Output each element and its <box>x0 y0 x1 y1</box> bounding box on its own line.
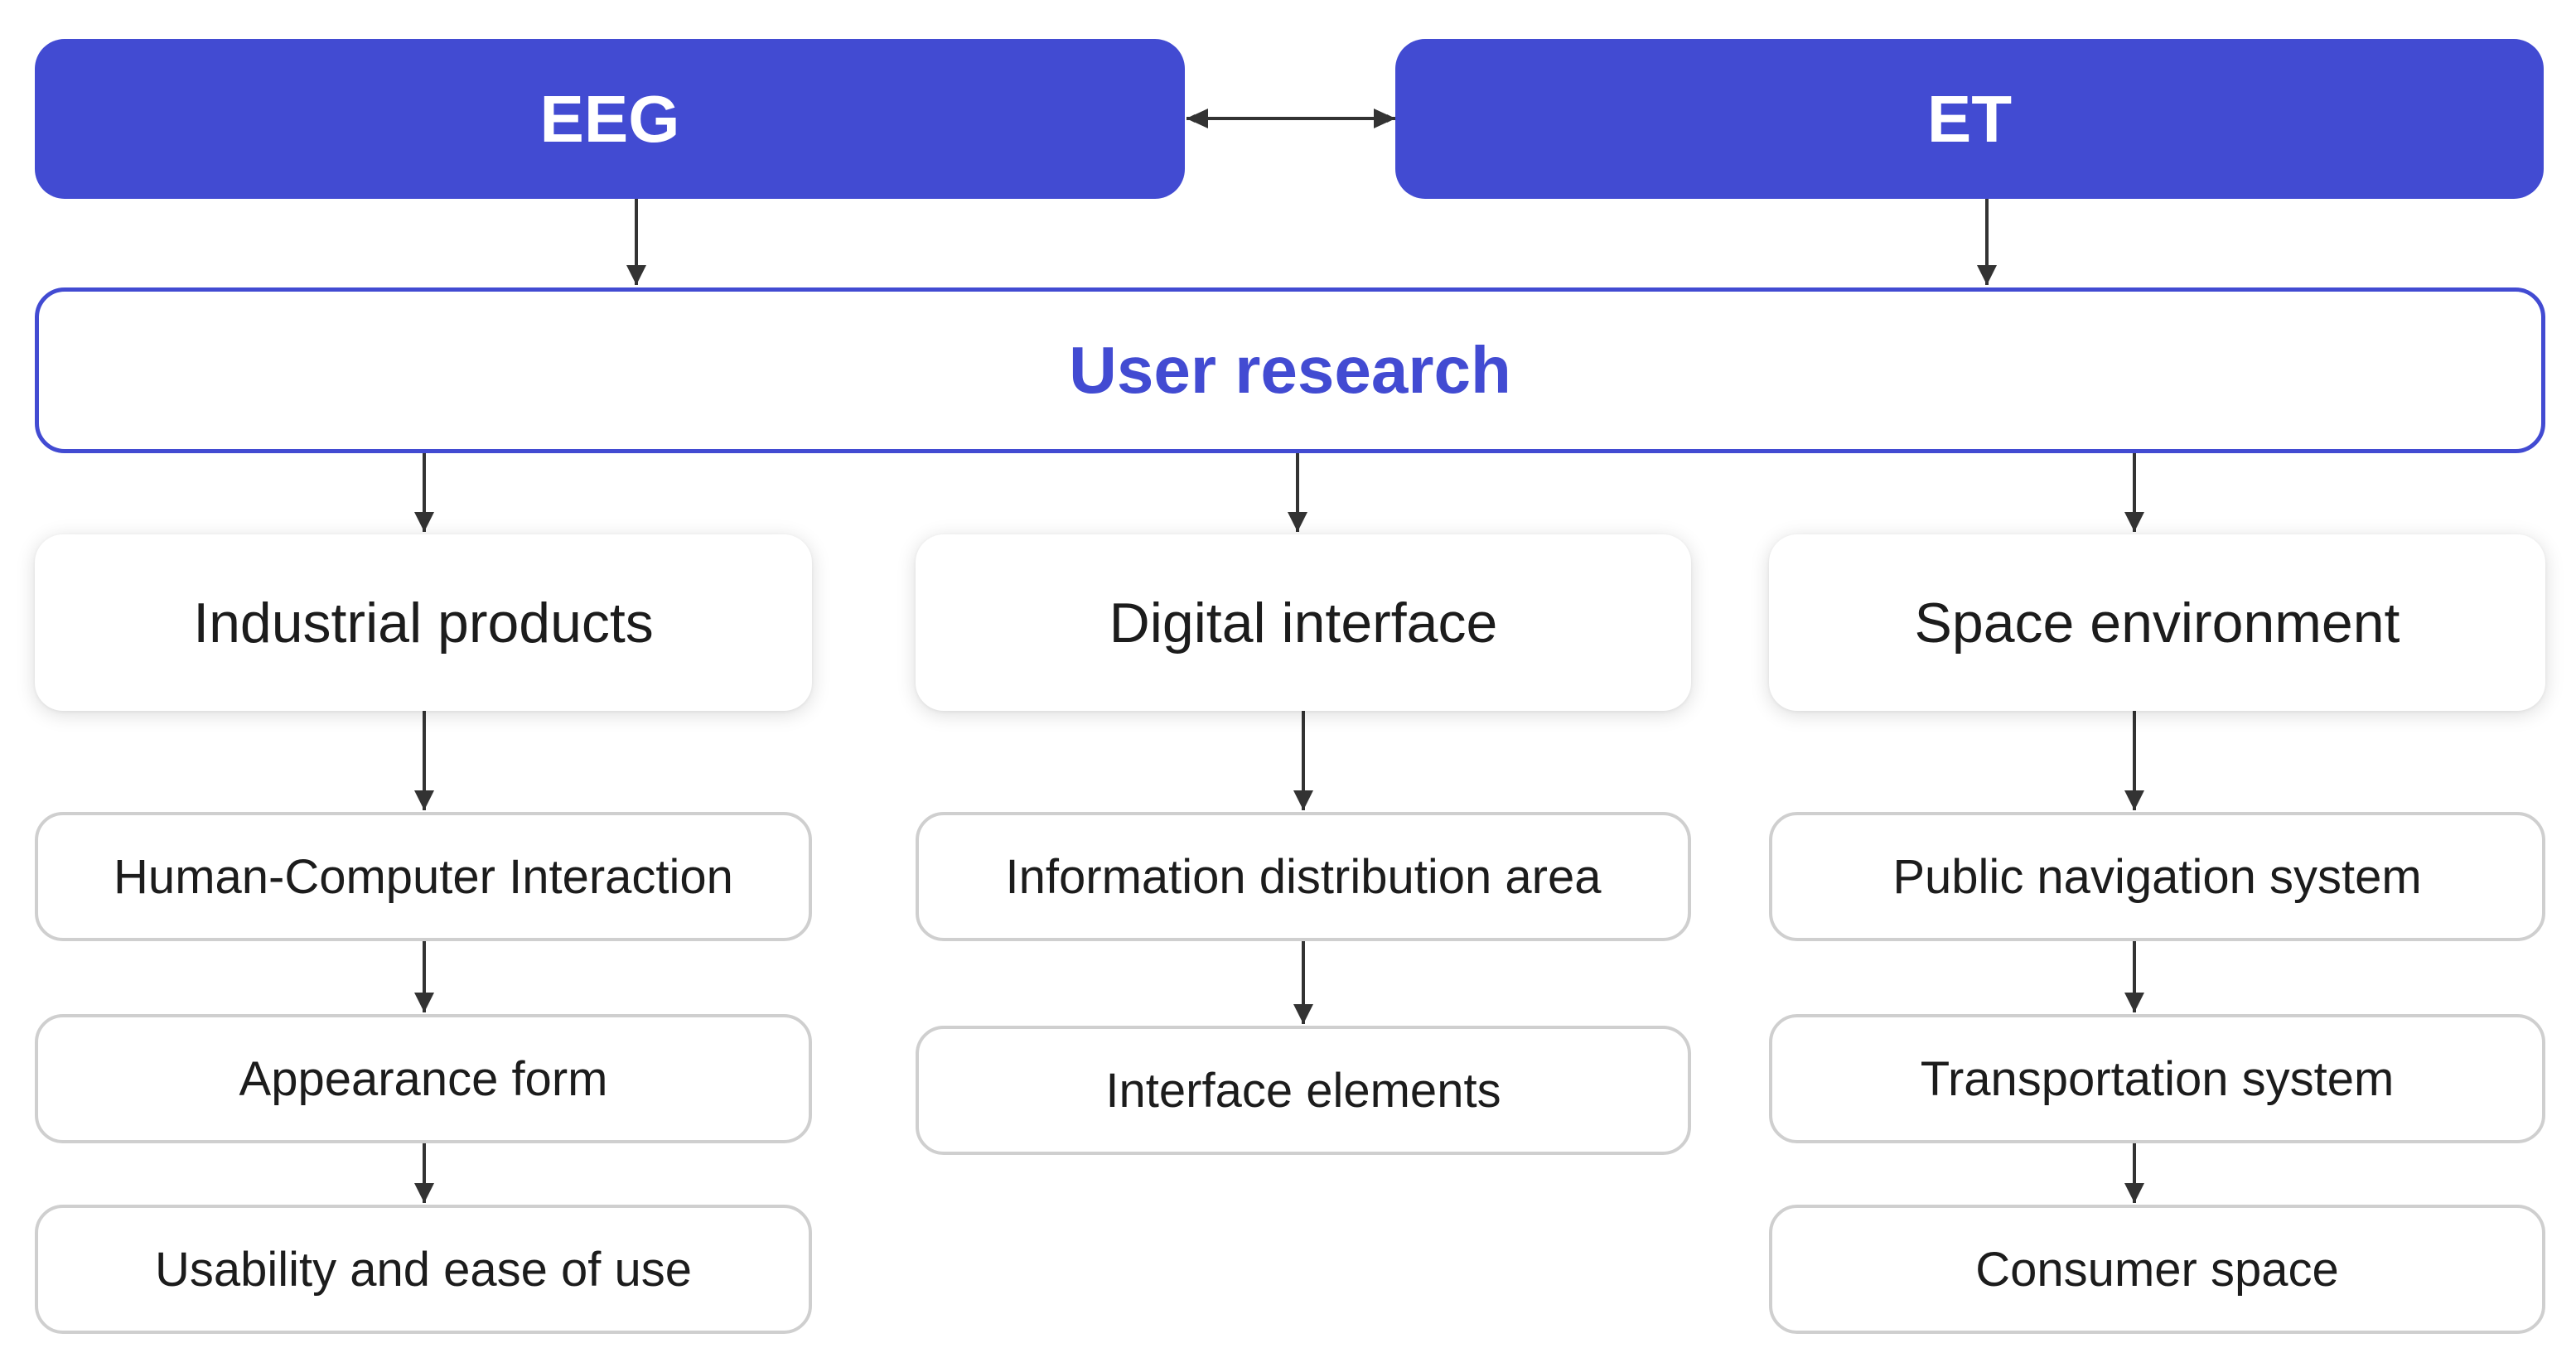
item-label: Interface elements <box>1105 1063 1501 1118</box>
item-consumer-space: Consumer space <box>1769 1205 2545 1334</box>
eeg-node: EEG <box>35 39 1185 199</box>
item-usability-and-ease-of-use: Usability and ease of use <box>35 1205 812 1334</box>
item-appearance-form: Appearance form <box>35 1014 812 1143</box>
item-label: Appearance form <box>239 1051 608 1106</box>
item-label: Human-Computer Interaction <box>114 849 733 904</box>
et-label: ET <box>1926 81 2013 156</box>
item-label: Transportation system <box>1920 1051 2395 1106</box>
item-human-computer-interaction: Human-Computer Interaction <box>35 812 812 941</box>
item-public-navigation-system: Public navigation system <box>1769 812 2545 941</box>
user-research-label: User research <box>1069 333 1511 407</box>
item-label: Usability and ease of use <box>154 1242 693 1297</box>
category-label: Digital interface <box>1109 591 1498 655</box>
item-label: Public navigation system <box>1892 849 2422 904</box>
item-label: Consumer space <box>1975 1242 2339 1297</box>
category-label: Space environment <box>1914 591 2400 655</box>
et-node: ET <box>1395 39 2544 199</box>
category-industrial-products: Industrial products <box>35 534 812 711</box>
category-digital-interface: Digital interface <box>916 534 1691 711</box>
item-label: Information distribution area <box>1005 849 1602 904</box>
eeg-label: EEG <box>539 81 680 156</box>
item-interface-elements: Interface elements <box>916 1026 1691 1155</box>
category-space-environment: Space environment <box>1769 534 2545 711</box>
user-research-node: User research <box>35 287 2545 453</box>
category-label: Industrial products <box>193 591 654 655</box>
item-transportation-system: Transportation system <box>1769 1014 2545 1143</box>
item-information-distribution-area: Information distribution area <box>916 812 1691 941</box>
